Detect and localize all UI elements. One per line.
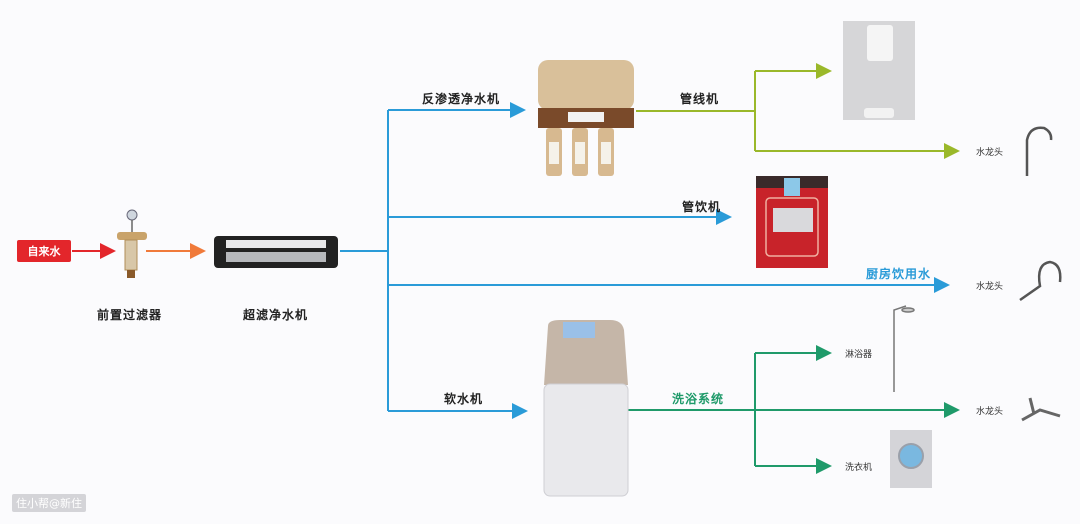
label-drinking-machine: 管饮机 <box>682 200 722 214</box>
faucet-icon <box>1025 126 1053 176</box>
drinking-machine-device <box>756 176 828 268</box>
wall-dispenser-device <box>843 21 915 120</box>
label-ro-purifier: 反渗透净水机 <box>422 92 501 106</box>
label-faucet-3: 水龙头 <box>976 407 1004 417</box>
shower-icon <box>893 305 915 392</box>
softener-device <box>543 320 629 497</box>
prefilter-device <box>117 209 147 278</box>
label-ultrafilter: 超滤净水机 <box>243 308 309 322</box>
faucet-icon <box>1021 397 1061 422</box>
watermark: 住小帮@新住 <box>12 494 86 512</box>
source-tap-water-badge: 自来水 <box>17 240 71 262</box>
olive-pipeline-lines <box>636 63 960 159</box>
label-faucet-2: 水龙头 <box>976 282 1004 292</box>
blue-distribution-lines <box>340 102 950 419</box>
label-faucet-1: 水龙头 <box>976 148 1004 158</box>
ro-purifier-device <box>538 60 634 176</box>
label-prefilter: 前置过滤器 <box>97 308 163 322</box>
label-bath-system: 洗浴系统 <box>672 392 725 406</box>
label-softener: 软水机 <box>444 392 484 406</box>
label-pipeline-machine: 管线机 <box>680 92 720 106</box>
label-shower: 淋浴器 <box>845 350 873 360</box>
ultrafilter-device <box>214 236 338 268</box>
washer-device <box>890 430 932 488</box>
green-bath-lines <box>628 345 960 474</box>
faucet-icon <box>1019 260 1062 302</box>
label-kitchen-water: 厨房饮用水 <box>866 267 932 281</box>
label-washer: 洗衣机 <box>845 463 873 473</box>
